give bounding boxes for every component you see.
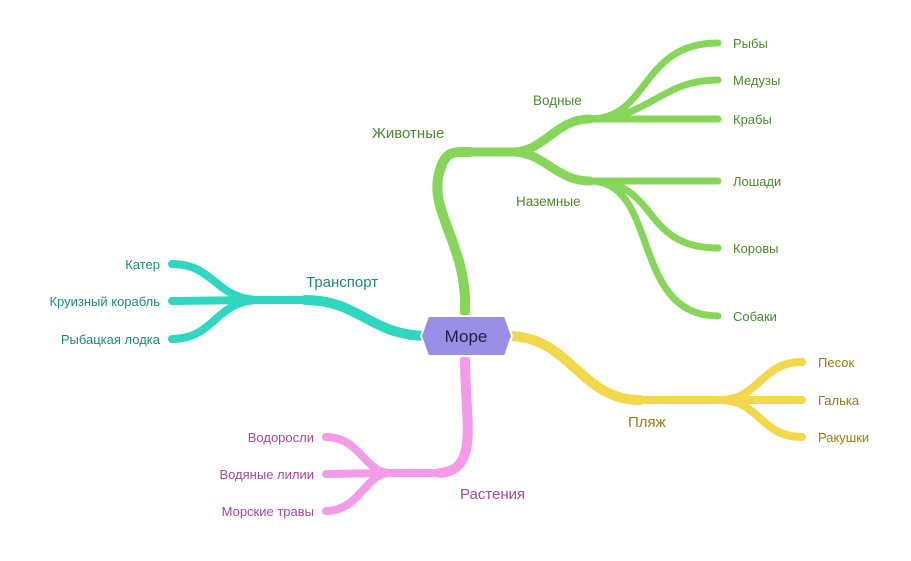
transport-label: Транспорт — [306, 274, 378, 291]
leaf-fishing-boat: Рыбацкая лодка — [61, 332, 161, 347]
connector-land-dogs — [586, 177, 722, 320]
connector-plants-algae — [322, 433, 444, 477]
water-animals-label: Водные — [533, 93, 582, 108]
center-node-label[interactable]: Море — [445, 327, 488, 346]
leaf-dogs: Собаки — [733, 309, 777, 324]
center-node[interactable]: Море — [419, 315, 514, 357]
branch-transport: Транспорт Катер Круизный корабль Рыбацка… — [49, 257, 433, 347]
leaf-pebbles: Галька — [818, 393, 860, 408]
leaf-cows: Коровы — [733, 241, 779, 256]
animals-label: Животные — [372, 125, 444, 142]
connector-transport-fishing — [168, 296, 264, 343]
leaf-jellyfish: Медузы — [733, 73, 780, 88]
connector-land-cows — [586, 177, 722, 252]
connector-beach-sand — [636, 358, 806, 404]
beach-label: Пляж — [628, 414, 666, 431]
branch-beach: Пляж Песок Галька Ракушки — [503, 331, 869, 445]
leaf-seagrass: Морские травы — [222, 504, 314, 519]
leaf-fish: Рыбы — [733, 36, 768, 51]
leaf-sand: Песок — [818, 355, 854, 370]
leaf-crabs: Крабы — [733, 112, 772, 127]
leaf-boat: Катер — [125, 257, 160, 272]
connector-center-transport — [300, 295, 433, 341]
branch-plants: Растения Водоросли Водяные лилии Морские… — [219, 355, 525, 519]
connector-animals-water — [465, 114, 595, 157]
connector-animals-land — [507, 147, 595, 186]
connector-center-beach — [503, 331, 645, 405]
center-node-shape[interactable] — [419, 315, 514, 357]
connector-transport-boat — [168, 260, 309, 304]
land-animals-label: Наземные — [516, 194, 581, 209]
leaf-algae: Водоросли — [248, 430, 314, 445]
connector-beach-shells — [716, 396, 806, 441]
leaf-horses: Лошади — [733, 174, 781, 189]
branch-animals: Животные Водные Наземные Рыбы Медузы Кра… — [372, 36, 781, 324]
connector-center-animals — [432, 146, 475, 317]
leaf-shells: Ракушки — [818, 430, 869, 445]
connector-plants-seagrass — [322, 469, 394, 515]
connector-center-plants — [435, 355, 473, 478]
leaf-cruise-ship: Круизный корабль — [49, 294, 160, 309]
plants-label: Растения — [460, 486, 525, 503]
leaf-water-lilies: Водяные лилии — [219, 467, 314, 482]
